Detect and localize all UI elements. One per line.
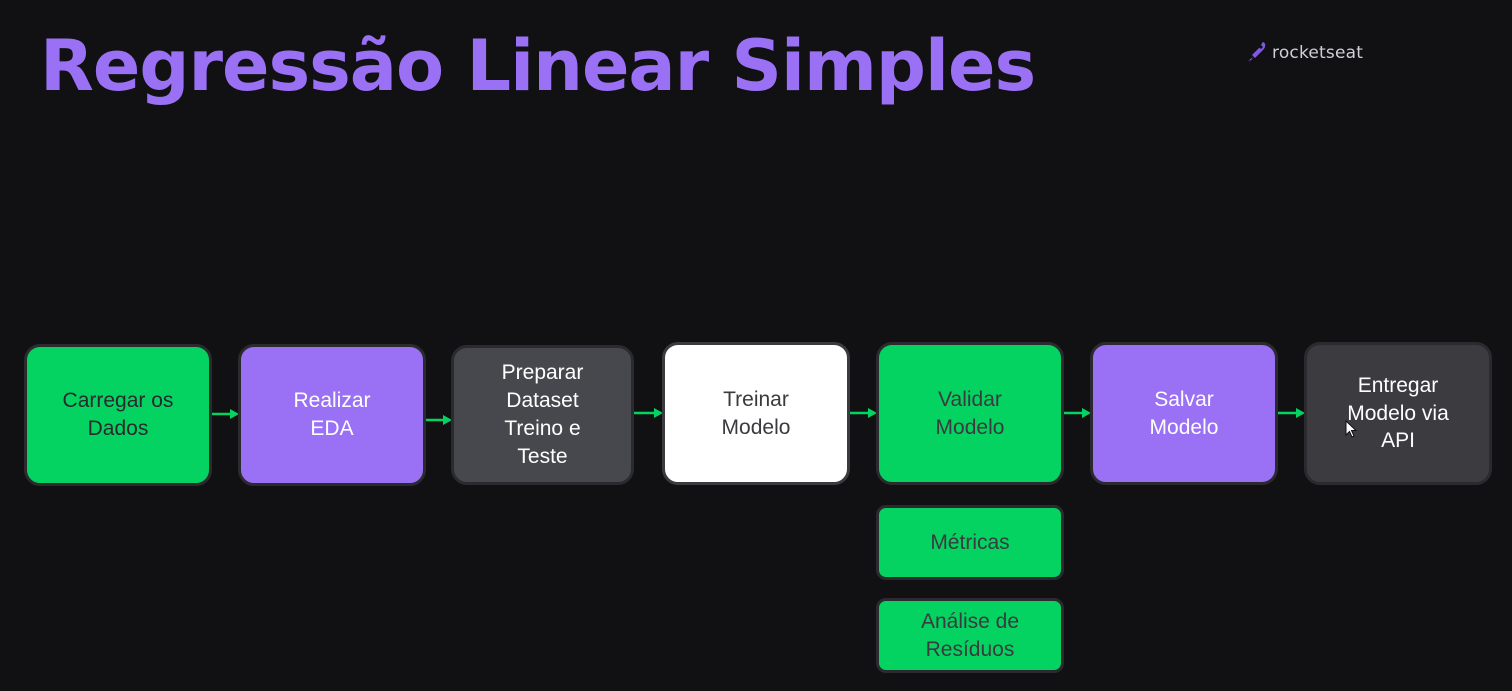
step-salvar-modelo: Salvar Modelo — [1090, 342, 1278, 485]
slide-title: Regressão Linear Simples — [40, 25, 1036, 107]
substep-metricas: Métricas — [876, 505, 1064, 580]
step-label: Validar Modelo — [935, 387, 1005, 439]
mouse-cursor — [1345, 420, 1358, 438]
step-entregar-modelo: Entregar Modelo via API — [1304, 342, 1492, 485]
step-label: Entregar Modelo via API — [1347, 373, 1449, 453]
step-label: Salvar Modelo — [1149, 387, 1219, 439]
step-carregar-dados: Carregar os Dados — [24, 344, 212, 486]
substep-label: Métricas — [930, 530, 1010, 554]
step-label: Carregar os Dados — [62, 389, 174, 440]
substep-label: Análise de Resíduos — [920, 609, 1020, 661]
step-label: Realizar EDA — [293, 389, 371, 440]
substep-analise-residuos: Análise de Resíduos — [876, 598, 1064, 673]
logo-text: rocketseat — [1272, 43, 1364, 63]
step-validar-modelo: Validar Modelo — [876, 342, 1064, 485]
step-realizar-eda: Realizar EDA — [238, 344, 426, 486]
rocketseat-logo: rocketseat — [1246, 40, 1363, 66]
rocket-icon — [1246, 40, 1268, 66]
step-label: Treinar Modelo — [721, 387, 791, 439]
step-treinar-modelo: Treinar Modelo — [662, 342, 850, 485]
step-label: Preparar Dataset Treino e Teste — [501, 361, 584, 468]
step-preparar-dataset: Preparar Dataset Treino e Teste — [451, 345, 634, 485]
